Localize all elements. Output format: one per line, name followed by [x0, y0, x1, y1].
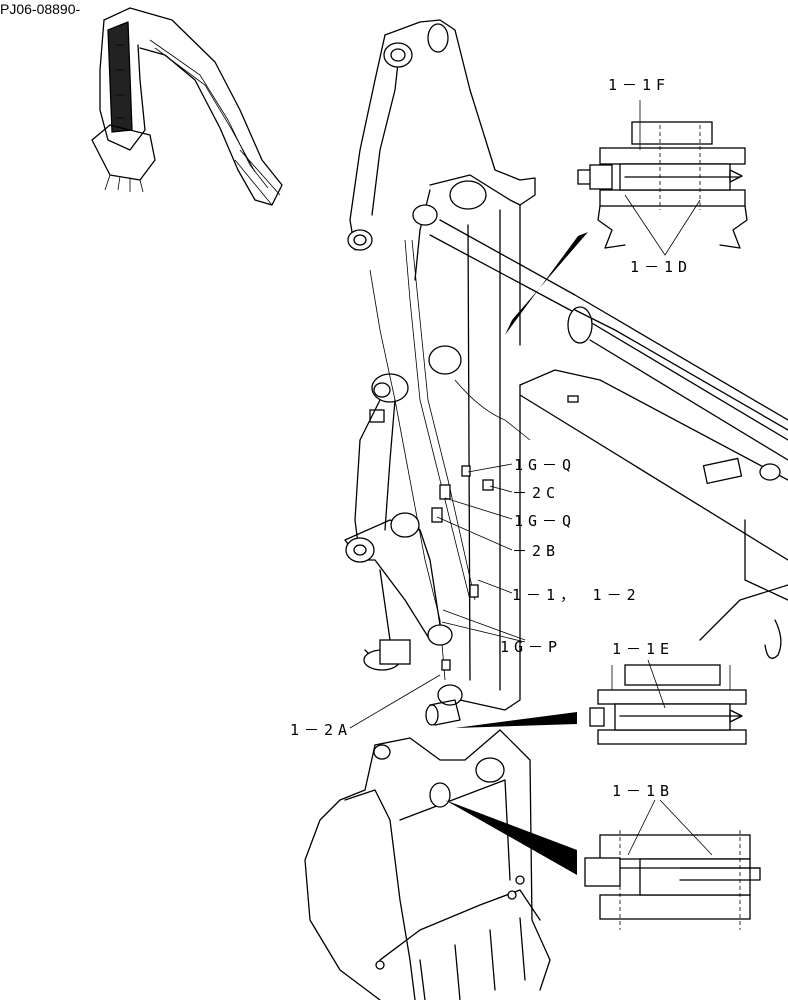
label-1G-P: 1G－P [500, 638, 562, 656]
label-1-2A: 1－2A [290, 721, 352, 739]
pointer-arrow-1-1E [455, 712, 577, 728]
label-1-1D: 1－1D [630, 258, 692, 276]
label-1-1-1-2: 1－1， 1－2 [512, 586, 641, 604]
label-1G-Q-lower: 1G－Q [514, 512, 576, 530]
arm-assembly [304, 19, 788, 1000]
label-2C: －2C [512, 484, 560, 502]
detail-view-1-1B [584, 830, 761, 930]
label-1-1B: 1－1B [612, 782, 674, 800]
label-1-1E: 1－1E [612, 640, 674, 658]
leader-lines [349, 463, 713, 856]
label-1-1F: 1－1F [608, 76, 670, 94]
label-1G-Q-upper: 1G－Q [514, 456, 576, 474]
label-2B: －2B [512, 542, 560, 560]
pointer-arrow-1-1B [445, 800, 577, 875]
detail-view-1-1E [589, 664, 747, 745]
part-code: PJ06-08890- [0, 1, 81, 17]
overview-thumbnail [91, 7, 283, 206]
detail-view-1-1D [577, 100, 748, 256]
